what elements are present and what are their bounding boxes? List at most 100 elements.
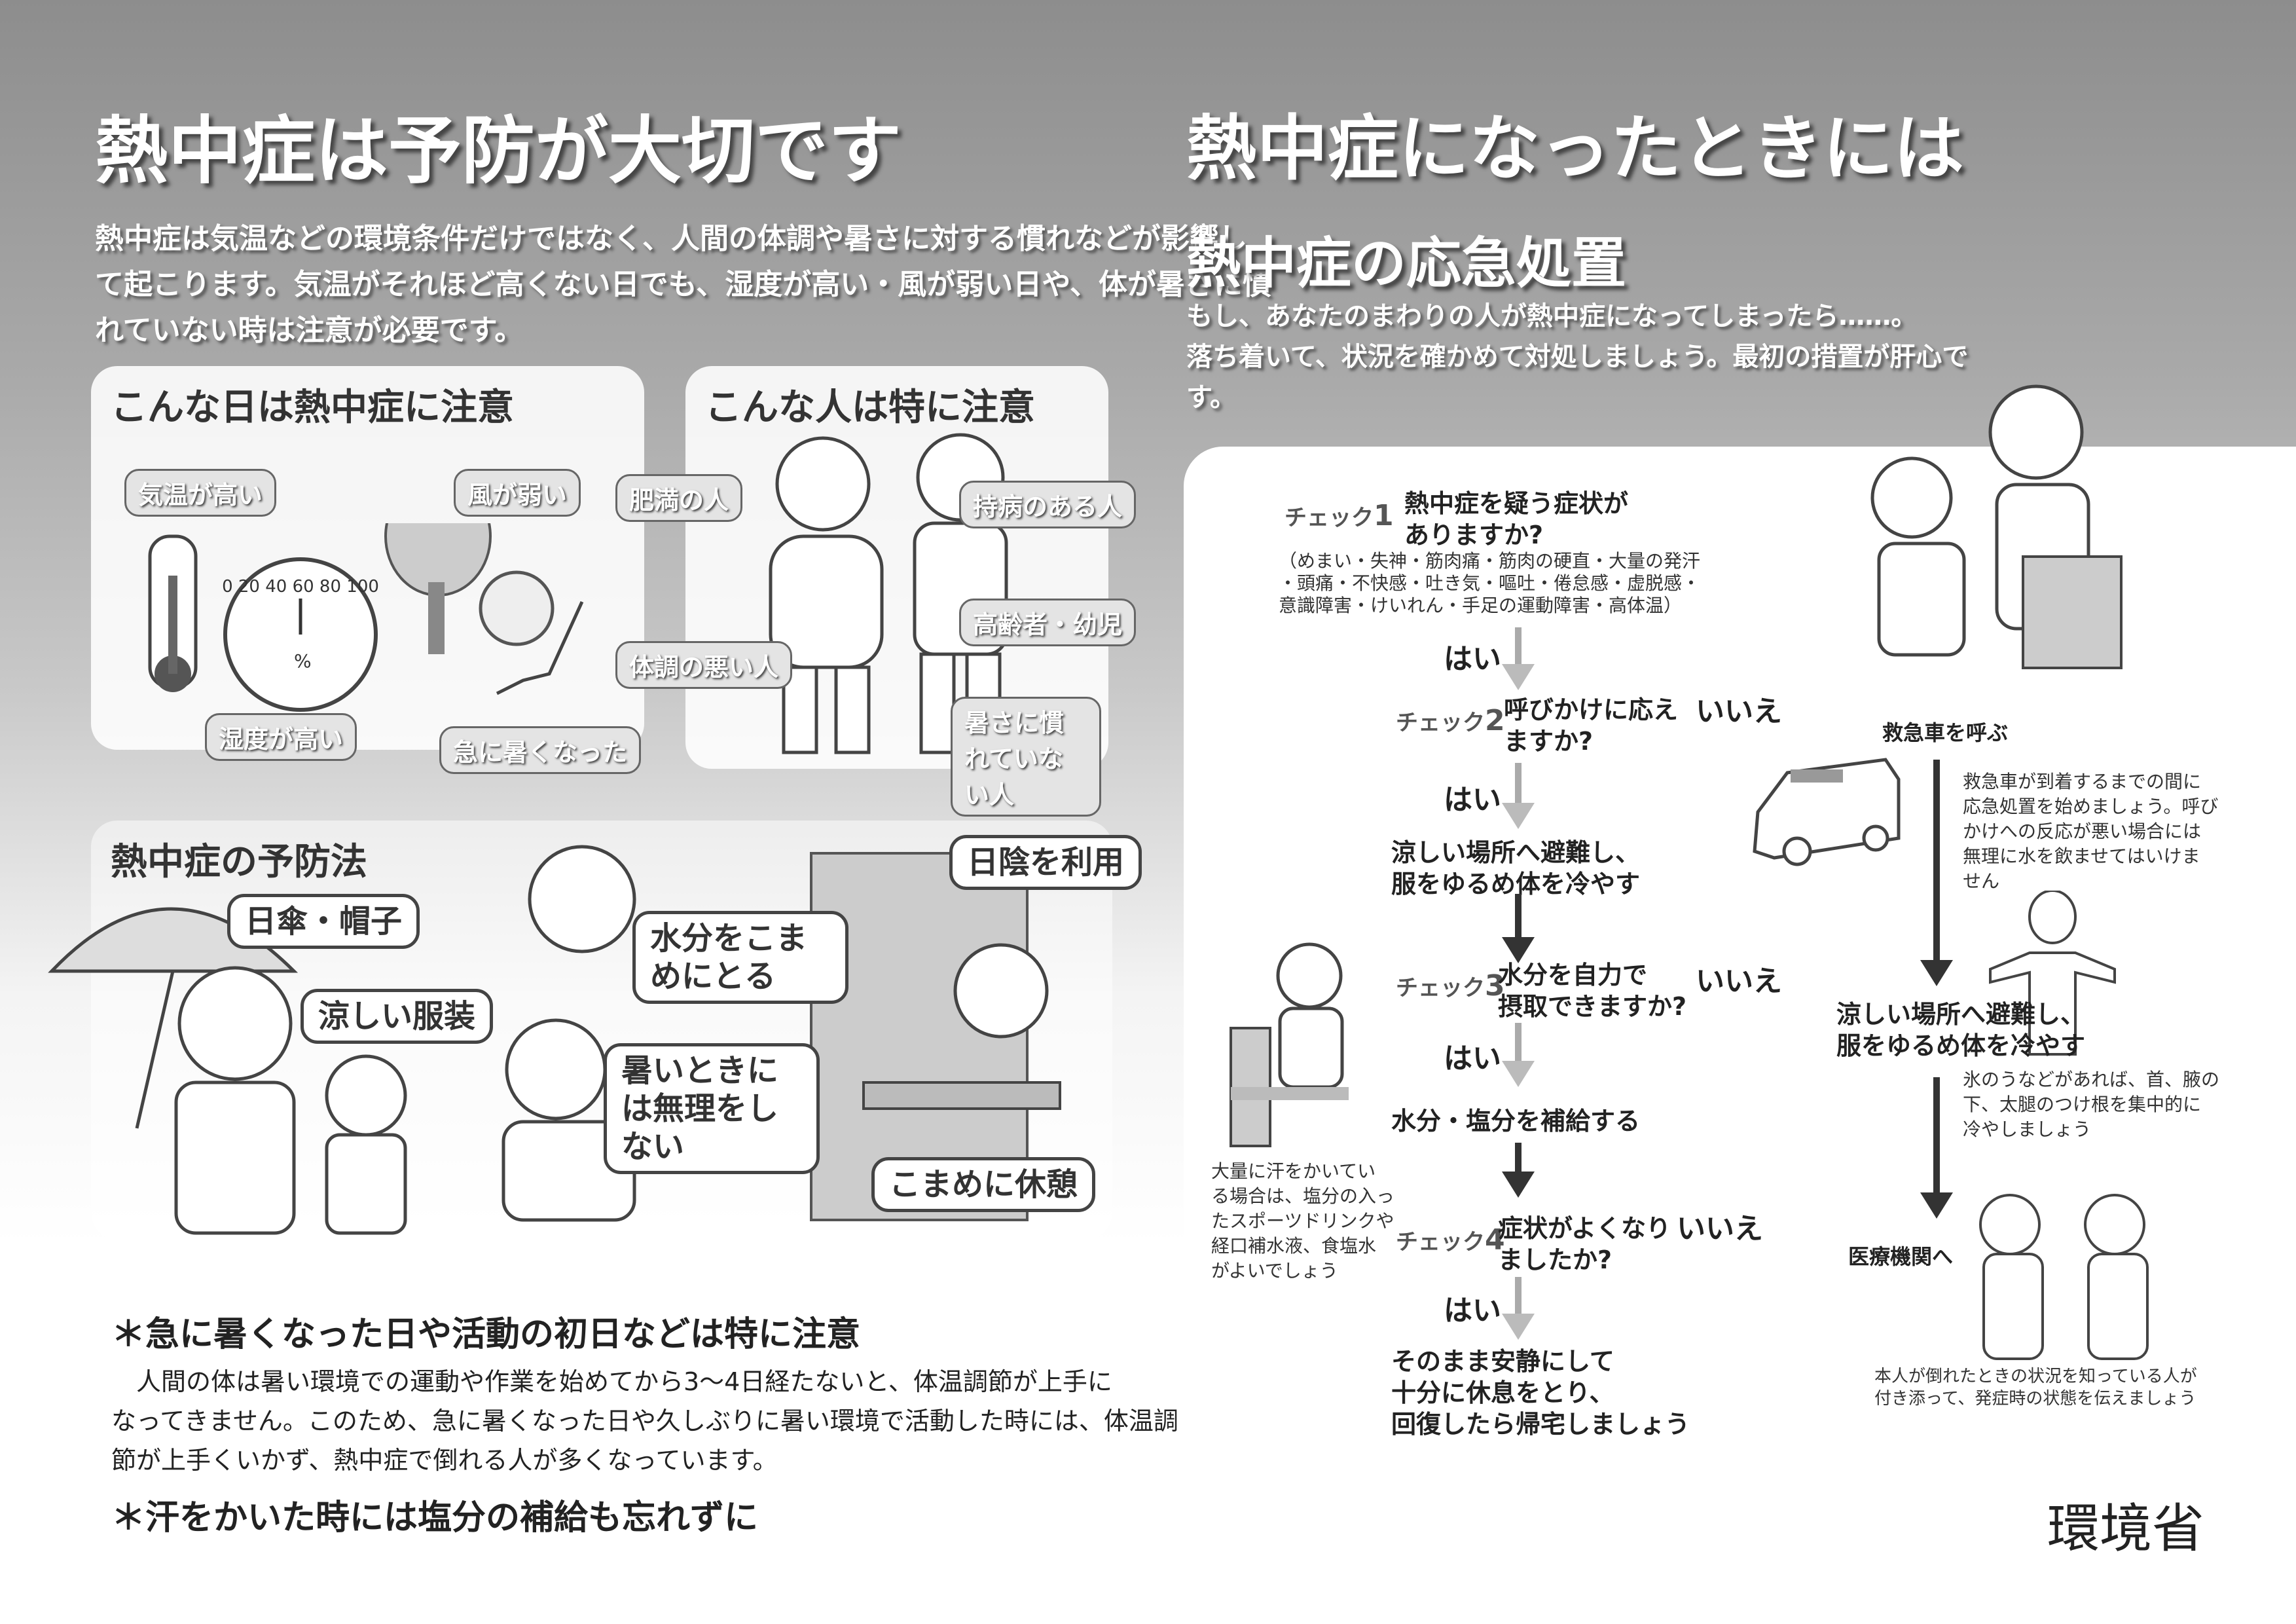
label-elderly-children: 高齢者・幼児 [959,599,1137,646]
down-arrow-icon [1502,627,1535,690]
down-arrow-icon [1502,894,1535,963]
note-line: なってきません。このため、急に暑くなった日や久しぶりに暑い環境で活動した時には、… [111,1407,1178,1435]
intro-line: 落ち着いて、状況を確かめて対処しましょう。最初の措置が肝心で [1186,342,1969,372]
step-cool-down-right: 涼しい場所へ避難し、服をゆるめ体を冷やす [1836,999,2085,1061]
down-arrow-icon [1502,763,1535,829]
check-text: チェック [1396,975,1485,1001]
girl-drinking-illustration [1230,942,1349,1147]
step-line: 涼しい場所へ避難し、 [1391,838,1641,867]
down-arrow-icon [1502,1277,1535,1340]
label-chronic-illness: 持病のある人 [959,481,1137,528]
prevention-illustration [48,845,1061,1235]
note1-body: 人間の体は暑い環境での運動や作業を始めてから3〜4日経たないと、体温調節が上手に… [111,1362,1178,1480]
no-label: いいえ [1696,695,1782,728]
label-cool-clothes: 涼しい服装 [301,989,494,1044]
note1-heading: ＊急に暑くなった日や活動の初日などは特に注意 [111,1315,861,1354]
box-title: 熱中症の予防法 [111,841,367,883]
label-high-humidity: 湿度が高い [205,713,357,761]
check-3-question: 水分を自力で摂取できますか? [1498,959,1686,1022]
step-line: そのまま安静にして [1391,1347,1614,1376]
note-line: 下、太腿のつけ根を集中的に [1963,1094,2202,1115]
symptom-line: （めまい・失神・筋肉痛・筋肉の硬直・大量の発汗 [1279,550,1701,572]
note-line: がよいでしょう [1211,1260,1338,1282]
step-line: 十分に休息をとり、 [1391,1378,1614,1407]
note-line: 節が上手くいかず、熱中症で倒れる人が多くなっています。 [111,1446,778,1475]
intro-line: もし、あなたのまわりの人が熱中症になってしまったら……。 [1186,301,1918,331]
check-text: チェック [1396,710,1485,736]
question-line: 呼びかけに応え [1504,695,1679,724]
ambulance-icon [1753,758,1901,866]
note-line: 付き添って、発症時の状態を伝えましょう [1874,1389,2196,1409]
check-number: 2 [1485,704,1505,737]
yes-label: はい [1444,783,1501,817]
note-line: 無理に水を飲ませてはいけま [1963,845,2200,867]
no-label: いいえ [1696,965,1782,998]
symptom-line: ・頭痛・不快感・吐き気・嘔吐・倦怠感・虚脱感・ [1279,572,1701,594]
step-hydrate: 水分・塩分を補給する [1391,1107,1641,1135]
question-line: ありますか? [1404,521,1544,549]
box-title: こんな人は特に注意 [705,386,1035,429]
prevention-box: 熱中症の予防法 日傘・帽子 涼しい服装 水分をこまめにとる 暑いときには無理をし… [48,821,1142,1240]
ambulance-note: 救急車が到着するまでの間に応急処置を始めましょう。呼びかけへの反応が悪い場合には… [1963,769,2218,894]
label-obese: 肥満の人 [615,474,743,522]
weather-illustration: 0 20 40 60 80 100 % [148,523,584,712]
down-arrow-icon [1920,760,1953,986]
gauge-ticks: 0 20 40 60 80 100 [222,577,379,597]
note-line: かけへの反応が悪い場合には [1963,821,2202,842]
intro-line: て起こります。気温がそれほど高くない日でも、湿度が高い・風が弱い日や、体が暑さに… [95,268,1271,301]
check-3-label: チェック3 [1396,969,1505,1003]
check-number: 4 [1485,1223,1505,1257]
go-to-hospital: 医療機関へ [1848,1244,1954,1269]
sweat-note: 大量に汗をかいている場合は、塩分の入ったスポーツドリンクや経口補水液、食塩水がよ… [1211,1159,1394,1283]
call-ambulance: 救急車を呼ぶ [1882,720,2009,745]
note-line: たスポーツドリンクや [1211,1210,1394,1232]
note-line: 人間の体は暑い環境での運動や作業を始めてから3〜4日経たないと、体温調節が上手に [111,1367,1112,1396]
label-high-temperature: 気温が高い [124,469,277,517]
note-line: 大量に汗をかいてい [1211,1160,1376,1182]
label-dont-overdo: 暑いときには無理をしない [604,1043,820,1174]
yes-label: はい [1444,1294,1501,1327]
step-rest: そのまま安静にして十分に休息をとり、回復したら帰宅しましょう [1391,1346,1690,1440]
step-cool-down: 涼しい場所へ避難し、服をゆるめ体を冷やす [1391,837,1640,900]
nurse-consultation-illustration [1979,1194,2149,1360]
right-intro: もし、あなたのまわりの人が熱中症になってしまったら……。 落ち着いて、状況を確か… [1186,296,1968,418]
check-number: 1 [1374,499,1394,532]
intro-line: 熱中症は気温などの環境条件だけではなく、人間の体調や暑さに対する慣れなどが影響し [95,222,1247,255]
question-line: 症状がよくなり [1498,1214,1671,1243]
down-arrow-icon [1920,1077,1953,1219]
check-2-question: 呼びかけに応えますか? [1504,694,1678,757]
symptoms-list: （めまい・失神・筋肉痛・筋肉の硬直・大量の発汗・頭痛・不快感・吐き気・嘔吐・倦怠… [1279,550,1700,617]
step-line: 服をゆるめ体を冷やす [1391,870,1641,898]
question-line: 水分を自力で [1498,961,1648,989]
symptom-line: 意識障害・けいれん・手足の運動障害・高体温） [1279,595,1683,616]
question-line: 摂取できますか? [1498,992,1687,1021]
label-use-shade: 日陰を利用 [949,835,1142,890]
no-label: いいえ [1677,1212,1763,1246]
note-line: 救急車が到着するまでの間に [1963,771,2202,792]
yes-label: はい [1444,642,1501,676]
check-4-label: チェック4 [1396,1223,1505,1257]
left-title: 熱中症は予防が大切です [95,109,902,194]
body-cooling-points-icon [1989,891,2116,1056]
down-arrow-icon [1502,1023,1535,1087]
step-line: 回復したら帰宅しましょう [1391,1410,1690,1439]
note-line: る場合は、塩分の入っ [1211,1185,1395,1207]
right-subtitle: 熱中症の応急処置 [1186,231,1627,295]
at-risk-people-box: こんな人は特に注意 肥満の人 持病のある人 高齢者・幼児 体調の悪い人 暑さに慣… [615,366,1137,817]
label-take-breaks: こまめに休憩 [871,1157,1096,1212]
check-4-question: 症状がよくなりましたか? [1498,1213,1671,1276]
note-line: 経口補水液、食塩水 [1211,1235,1377,1257]
question-line: ますか? [1504,727,1594,756]
check-1-label: チェック1 [1285,499,1394,532]
note-line: 本人が倒れたときの状況を知っている人が [1874,1367,2197,1386]
ministry-logo-text: 環境省 [2047,1498,2204,1559]
box-title: こんな日は熱中症に注意 [111,386,514,429]
step-line: 涼しい場所へ避難し、 [1836,1000,2086,1029]
question-line: ましたか? [1498,1246,1613,1274]
note-line: せん [1963,870,2000,892]
hot-days-box: こんな日は熱中症に注意 0 20 40 60 80 100 % 気温が高い 風が… [91,366,644,774]
intro-line: す。 [1186,382,1236,413]
woman-helping-girl-illustration [1870,384,2123,669]
check-2-label: チェック2 [1396,704,1505,737]
label-sudden-heat: 急に暑くなった [439,726,642,774]
